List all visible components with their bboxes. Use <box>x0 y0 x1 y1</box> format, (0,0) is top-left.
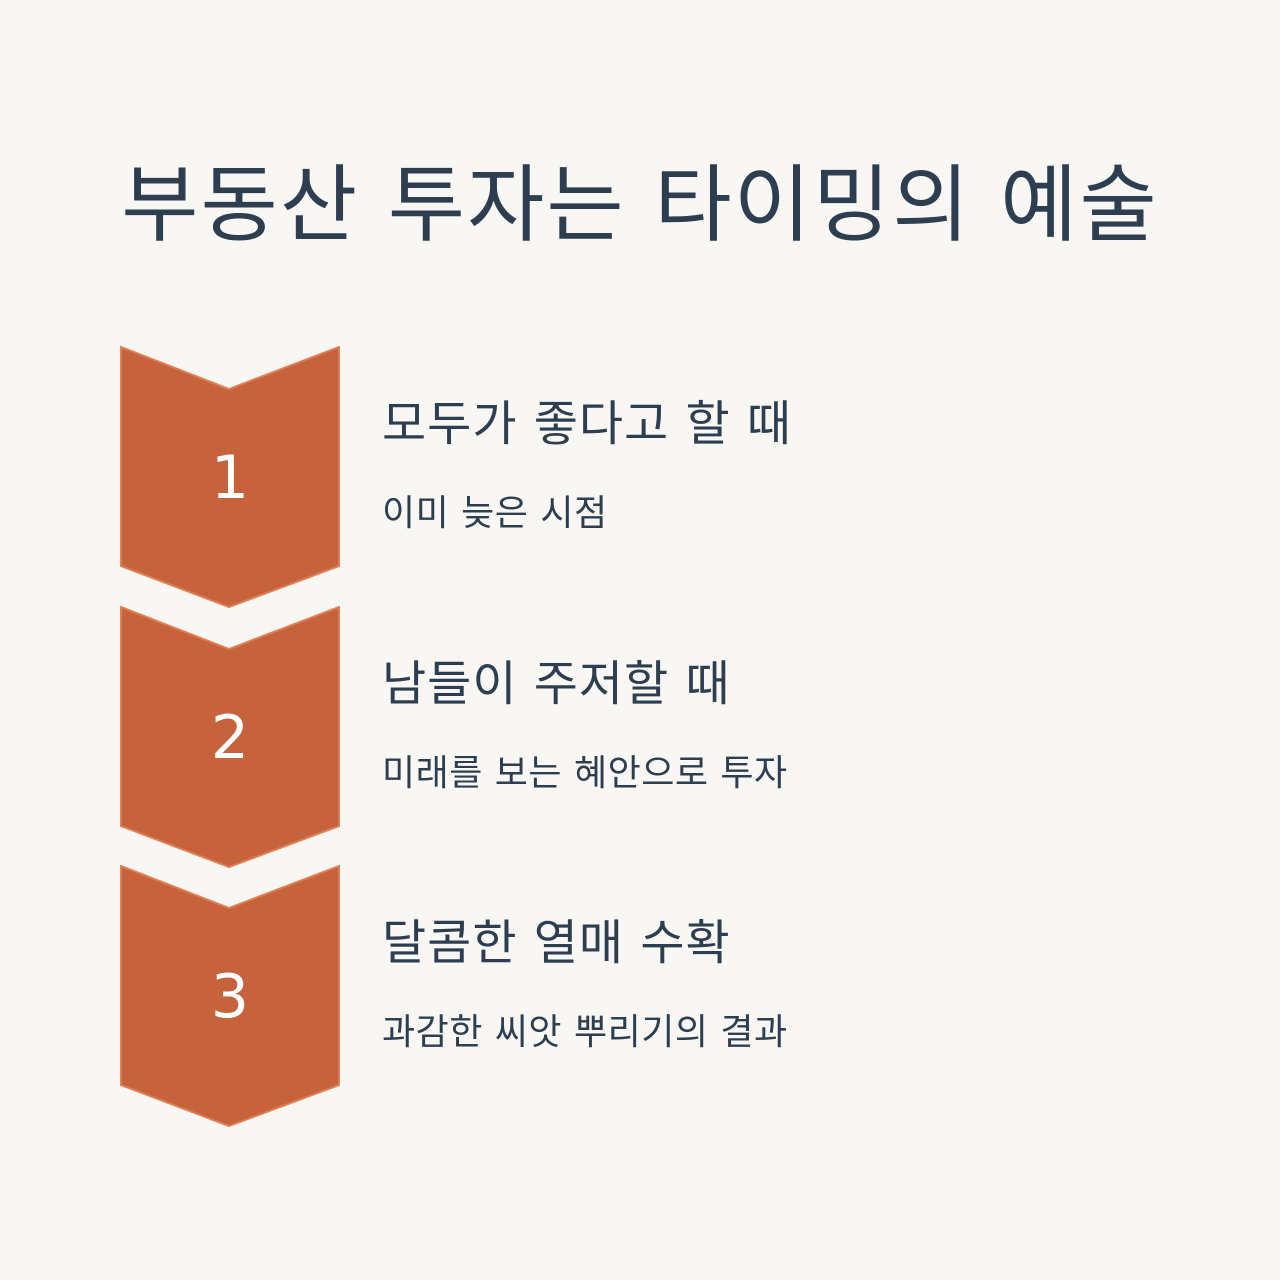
step-3: 3 달콤한 열매 수확 과감한 씨앗 뿌리기의 결과 <box>0 865 1280 1127</box>
step-heading: 모두가 좋다고 할 때 <box>382 396 793 452</box>
chevron-arrow-icon <box>120 606 340 868</box>
step-number: 1 <box>210 443 250 513</box>
step-number: 3 <box>210 962 250 1032</box>
step-heading: 남들이 주저할 때 <box>382 656 731 712</box>
step-subtext: 이미 늦은 시점 <box>382 493 608 534</box>
step-2: 2 남들이 주저할 때 미래를 보는 혜안으로 투자 <box>0 606 1280 868</box>
step-number: 2 <box>210 703 250 773</box>
step-heading: 달콤한 열매 수확 <box>382 915 731 971</box>
step-subtext: 과감한 씨앗 뿌리기의 결과 <box>382 1012 788 1053</box>
page-title: 부동산 투자는 타이밍의 예술 <box>121 156 1159 254</box>
chevron-arrow-icon <box>120 865 340 1127</box>
step-1: 1 모두가 좋다고 할 때 이미 늦은 시점 <box>0 346 1280 608</box>
chevron-arrow-icon <box>120 346 340 608</box>
step-subtext: 미래를 보는 혜안으로 투자 <box>382 753 788 794</box>
